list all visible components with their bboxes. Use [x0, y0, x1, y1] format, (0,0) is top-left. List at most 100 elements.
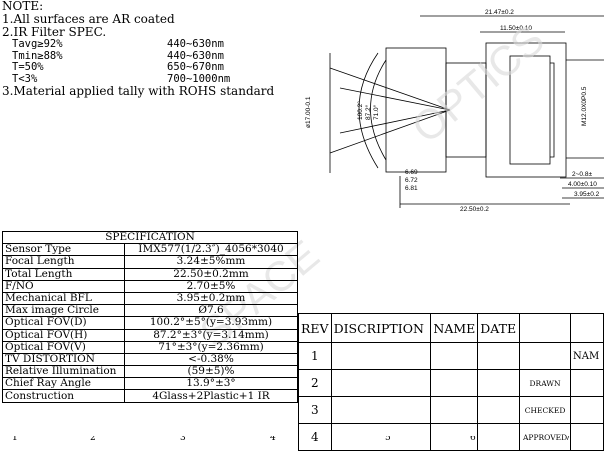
- rev-number: 3: [298, 396, 332, 424]
- dim-bottom-label: 22.50±0.2: [460, 206, 489, 213]
- spec-value: Ø7.6: [124, 304, 298, 318]
- dim-right-label: 4.00±0.10: [568, 181, 597, 188]
- border-number: 3: [180, 436, 186, 443]
- revision-table: REV DISCRIPTION NAME DATE 1 NAM 2 DRAWN …: [298, 313, 604, 451]
- spec-value: 13.9°±3°: [124, 377, 298, 391]
- spec-value: 3.95±0.2mm: [124, 291, 298, 306]
- spec-value: 87.2°±3°(y=3.14mm): [124, 328, 298, 342]
- barrel-inner: [509, 55, 551, 165]
- rev-description: [330, 396, 432, 424]
- note-line-2: 2.IR Filter SPEC.: [2, 25, 107, 39]
- spec-label: Relative Illumination: [2, 365, 125, 379]
- ir-spec-row: Tmin≥88% 440~630nm: [12, 49, 274, 63]
- rev-extra: [570, 369, 604, 397]
- note-line-3: 3.Material applied tally with ROHS stand…: [2, 84, 275, 98]
- dim-top-label: 21.47±0.2: [485, 9, 514, 16]
- dim-right-label: 3.95±0.2: [574, 191, 600, 198]
- spec-value: 3.24±5%mm: [124, 255, 298, 269]
- rev-number: 2: [298, 369, 332, 397]
- dim-dia-label: ø17.00-0.1: [305, 96, 312, 128]
- barrel-mid: [445, 62, 487, 158]
- rev-extra: NAM: [570, 342, 604, 370]
- rev-header: REV: [298, 313, 332, 343]
- spec-label: TV DISTORTION: [2, 352, 125, 367]
- table-row: 1 NAM: [298, 342, 604, 370]
- spec-value: 2.70±5%: [124, 279, 298, 293]
- border-number: 1: [12, 436, 18, 443]
- spec-header: SPECIFICATION: [2, 230, 298, 245]
- spec-label: Sensor Type: [2, 243, 125, 257]
- table-row: Optical FOV(D)100.2°±5°(y=3.93mm): [2, 316, 298, 330]
- table-row: 3 CHECKED: [298, 396, 604, 424]
- spec-label: Construction: [2, 389, 125, 403]
- ir-spec-key: T=50%: [12, 61, 44, 73]
- ir-spec-value: 440~630nm: [167, 49, 224, 62]
- ir-spec-row: T<3%700~1000nm: [12, 72, 274, 86]
- ray-line: [329, 67, 451, 111]
- spec-value: (59±5)%: [124, 365, 298, 379]
- ray-line: [339, 87, 451, 111]
- table-row: Relative Illumination(59±5)%: [2, 365, 298, 379]
- ray-line: [329, 109, 451, 154]
- rev-description: [330, 342, 432, 370]
- empty-cell: [570, 313, 604, 343]
- date-header: DATE: [477, 313, 521, 343]
- spec-label: Total Length: [2, 267, 125, 281]
- name-header: NAME: [430, 313, 479, 343]
- rev-role: DRAWN: [519, 369, 571, 397]
- border-numbers: 1 2 3 4 5 6 7: [0, 436, 604, 443]
- rev-number: 1: [298, 342, 332, 370]
- spec-label: Max image Circle: [2, 304, 125, 318]
- empty-cell: [519, 313, 571, 343]
- thread: [550, 62, 555, 158]
- rev-extra: [570, 396, 604, 424]
- barrel-front: [385, 47, 447, 173]
- dim-left-label: 6.81: [405, 185, 418, 192]
- dim-mid-label: 11.50±0.10: [500, 25, 532, 32]
- ir-spec-key: Tavg≥92%: [12, 38, 63, 50]
- spec-label: Chief Ray Angle: [2, 377, 125, 391]
- table-row: 2 DRAWN: [298, 369, 604, 397]
- note-line-1: 1.All surfaces are AR coated: [2, 12, 175, 26]
- spec-value: 100.2°±5°(y=3.93mm): [124, 316, 298, 330]
- ir-spec-key: T<3%: [12, 72, 38, 85]
- lens-drawing: 21.47±0.2 11.50±0.10 ø17.00-0.1 M12.0X0P…: [305, 9, 604, 213]
- ir-spec-row: Tavg≥92% 440~630nm: [12, 38, 274, 51]
- dim-left-label: 6.69: [405, 169, 418, 176]
- rev-description: [330, 369, 432, 397]
- ir-spec-value: 440~630nm: [167, 38, 224, 50]
- ray-line: [339, 109, 451, 134]
- spec-label: Focal Length: [2, 255, 125, 269]
- border-number: 4: [270, 436, 276, 443]
- border-number: 2: [90, 436, 96, 443]
- notes-block: NOTE: 1.All surfaces are AR coated 2.IR …: [2, 0, 274, 98]
- spec-value: 71°±3°(y=2.36mm): [124, 340, 298, 354]
- barrel-body: [485, 42, 567, 178]
- angle-label: 100.2°: [356, 101, 364, 120]
- rev-name: [430, 396, 479, 424]
- spec-value: 4Glass+2Plastic+1 IR: [124, 389, 298, 403]
- ir-spec-key: Tmin≥88%: [12, 49, 63, 62]
- rev-date: [477, 369, 521, 397]
- rev-date: [477, 396, 521, 424]
- description-header: DISCRIPTION: [330, 313, 432, 343]
- spec-value: IMX577(1/2.3″)_4056*3040: [124, 243, 298, 257]
- angle-label: 87.2°: [364, 104, 372, 120]
- spec-value: 22.50±0.2mm: [124, 267, 298, 281]
- notes-title: NOTE:: [2, 0, 44, 13]
- ir-spec-row: T=50%650~670nm: [12, 61, 274, 74]
- border-number: 5: [385, 436, 391, 443]
- lens-dome-outer: [358, 52, 379, 169]
- spec-label: Mechanical BFL: [2, 291, 125, 306]
- revision-header-row: REV DISCRIPTION NAME DATE: [298, 313, 604, 343]
- dim-left-label: 6.72: [405, 177, 418, 184]
